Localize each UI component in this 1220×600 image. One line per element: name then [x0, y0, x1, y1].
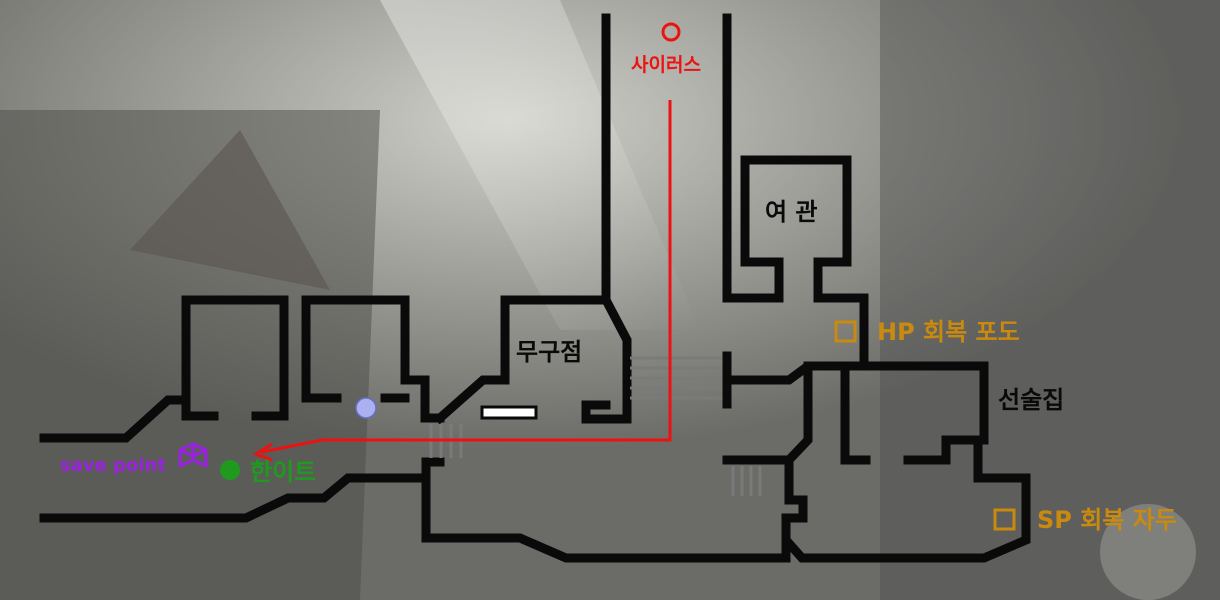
hanit-label: 한이트 [250, 458, 317, 486]
map-walls [39, 13, 1031, 563]
inn-walls [722, 155, 869, 366]
sp-recovery-label: SP 회복 자두 [1037, 506, 1177, 534]
tavern-label: 선술집 [998, 386, 1065, 414]
hp-recovery-label: HP 회복 포도 [877, 318, 1020, 346]
cyrus-label: 사이러스 [631, 54, 701, 76]
hp-chest-icon [834, 320, 857, 343]
south-block-inner [722, 455, 808, 545]
left-house-1 [181, 295, 289, 421]
red-ring-icon [661, 22, 681, 42]
south-block-walls [421, 435, 1031, 563]
tavern-walls [722, 361, 989, 445]
sp-chest-icon [993, 508, 1016, 531]
tavern-inner-wall [782, 361, 813, 467]
inn-label: 여 관 [765, 198, 818, 226]
lavender-dot-icon [355, 397, 377, 419]
green-dot-icon [220, 460, 240, 480]
book-icon-spine [179, 448, 207, 458]
weapon-shop-label: 무구점 [516, 338, 583, 366]
route-line [261, 100, 672, 454]
counter-bench [480, 405, 538, 420]
left-house-2 [301, 295, 445, 423]
route-arrowhead [252, 442, 273, 462]
west-lower-road [39, 457, 445, 523]
west-upper-road [39, 395, 191, 443]
save-point-label: save point [60, 455, 166, 476]
route-path [252, 100, 672, 462]
book-icon [178, 442, 208, 468]
weapon-shop-walls [433, 295, 632, 425]
